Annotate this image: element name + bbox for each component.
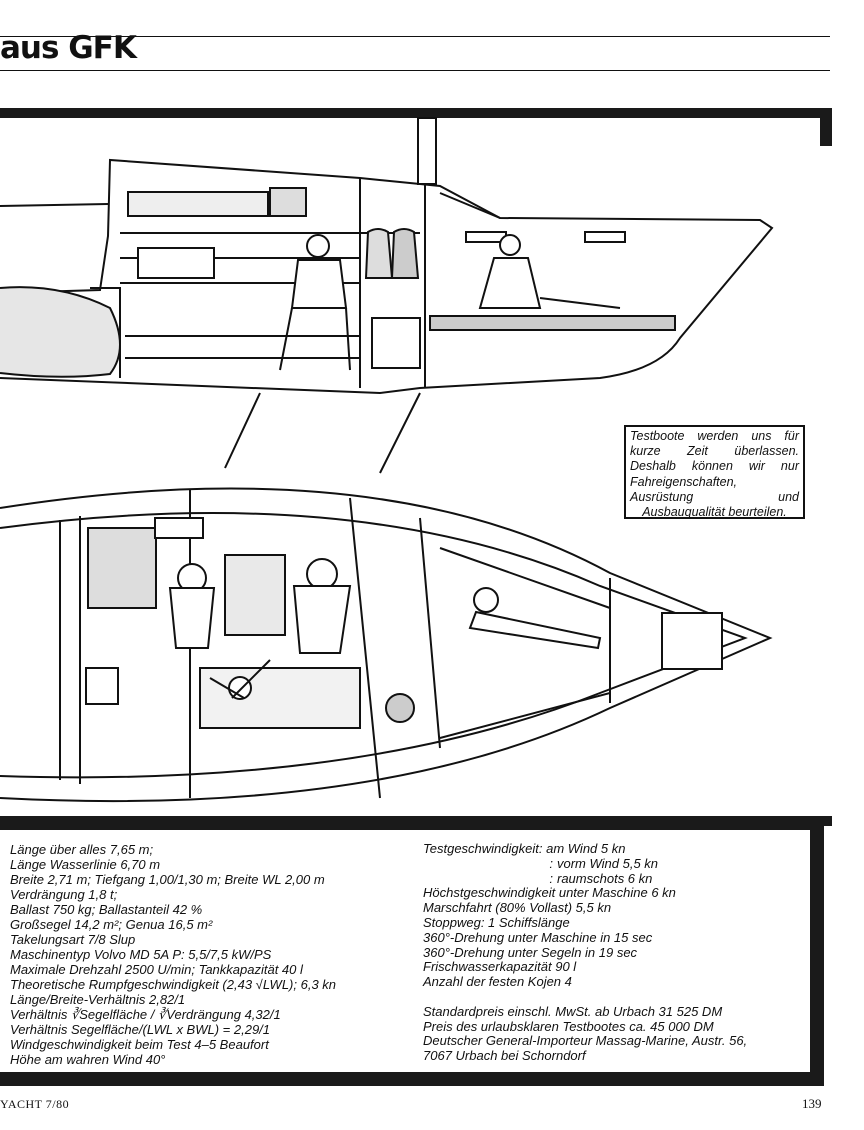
- spec-line: Theoretische Rumpfgeschwindigkeit (2,43 …: [10, 977, 337, 992]
- price-line: Preis des urlaubsklaren Testbootes ca. 4…: [423, 1018, 714, 1034]
- boat-illustration: [0, 108, 832, 826]
- spec-line: Takelungsart 7/8 Slup: [10, 932, 136, 947]
- frame-bottom-bar: [0, 816, 832, 826]
- price-line: 7067 Urbach bei Schorndorf: [423, 1048, 586, 1064]
- specs-left-column: Länge über alles 7,65 m; Länge Wasserlin…: [10, 842, 336, 1067]
- spec-line: 360°-Drehung unter Maschine in 15 sec: [423, 929, 653, 945]
- frame-top-bar: [0, 108, 832, 118]
- magazine-issue: YACHT 7/80: [0, 1097, 70, 1111]
- spec-line: Länge über alles 7,65 m;: [10, 842, 154, 857]
- spec-line: Höchstgeschwindigkeit unter Maschine 6 k…: [423, 885, 676, 901]
- spec-line: Verhältnis Segelfläche/(LWL x BWL) = 2,2…: [10, 1022, 271, 1037]
- speed-prefix: :: [549, 870, 553, 886]
- spec-line: Verhältnis ∛Segelfläche / ∛Verdrängung 4…: [10, 1007, 281, 1022]
- spec-line: Anzahl der festen Kojen 4: [423, 974, 572, 990]
- speed-label: Testgeschwindigkeit:: [423, 841, 543, 856]
- spec-line: Windgeschwindigkeit beim Test 4–5 Beaufo…: [10, 1037, 269, 1052]
- header-rule-top: [0, 36, 830, 37]
- price-line: Deutscher General-Importeur Massag-Marin…: [423, 1033, 748, 1049]
- speed-value: raumschots 6 kn: [557, 870, 653, 886]
- speed-row: Testgeschwindigkeit: am Wind 5 kn: [423, 841, 747, 857]
- page-number: 139: [802, 1096, 822, 1111]
- speed-row: :vorm Wind 5,5 kn: [423, 855, 747, 872]
- frame-corner: [820, 108, 832, 146]
- spec-line: Frischwasserkapazität 90 l: [423, 959, 577, 975]
- speed-prefix: :: [549, 855, 553, 871]
- spacer: [423, 990, 747, 1005]
- spec-line: Höhe am wahren Wind 40°: [10, 1052, 166, 1067]
- spec-line: Maschinentyp Volvo MD 5A P: 5,5/7,5 kW/P…: [10, 947, 272, 962]
- plan-view: [0, 487, 773, 803]
- caption-box: Testboote werden uns für kurze Zeit über…: [624, 425, 805, 519]
- spec-line: Stoppweg: 1 Schiffslänge: [423, 914, 570, 930]
- speed-row: :raumschots 6 kn: [423, 870, 747, 887]
- side-view: [0, 117, 774, 474]
- spec-line: Marschfahrt (80% Vollast) 5,5 kn: [423, 900, 612, 916]
- specs-frame: Länge über alles 7,65 m; Länge Wasserlin…: [0, 822, 824, 1086]
- spec-line: Maximale Drehzahl 2500 U/min; Tankkapazi…: [10, 962, 303, 977]
- spec-line: Länge/Breite-Verhältnis 2,82/1: [10, 992, 186, 1007]
- spec-line: 360°-Drehung unter Segeln in 19 sec: [423, 944, 638, 960]
- spec-line: Verdrängung 1,8 t;: [10, 887, 118, 902]
- spec-line: Länge Wasserlinie 6,70 m: [10, 857, 161, 872]
- spec-line: Großsegel 14,2 m²; Genua 16,5 m²: [10, 917, 213, 932]
- speed-value: am Wind 5 kn: [546, 841, 626, 856]
- specs-right-column: Testgeschwindigkeit: am Wind 5 kn :vorm …: [423, 841, 748, 1064]
- caption-text: Testboote werden uns für kurze Zeit über…: [630, 429, 799, 520]
- specs-panel: Länge über alles 7,65 m; Länge Wasserlin…: [0, 830, 810, 1072]
- spec-line: Ballast 750 kg; Ballastanteil 42 %: [10, 902, 203, 917]
- speed-value: vorm Wind 5,5 kn: [557, 855, 659, 871]
- spec-line: Breite 2,71 m; Tiefgang 1,00/1,30 m; Bre…: [10, 872, 325, 887]
- price-line: Standardpreis einschl. MwSt. ab Urbach 3…: [423, 1003, 723, 1019]
- page-title: aus GFK: [0, 30, 137, 66]
- header-rule-bottom: [0, 70, 830, 71]
